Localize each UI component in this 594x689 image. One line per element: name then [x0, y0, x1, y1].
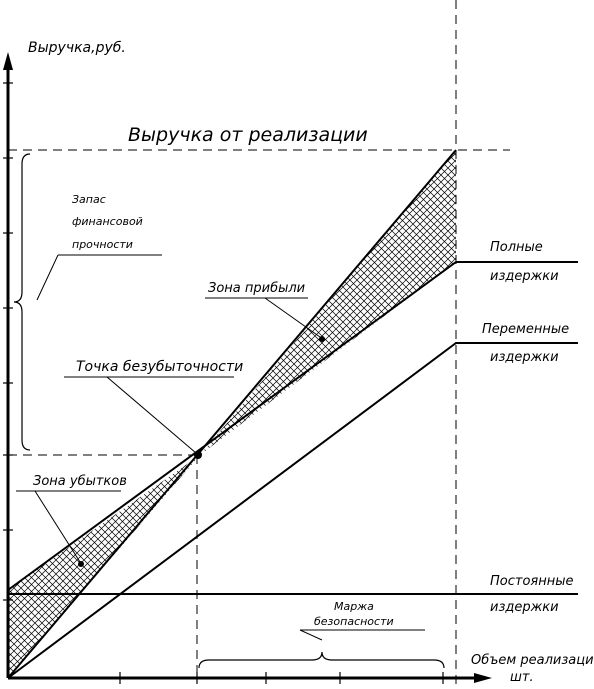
variable-costs-line — [7, 342, 578, 679]
safety-margin-leader — [299, 629, 323, 641]
total-costs-line — [7, 261, 578, 591]
safety-reserve-label-line3: прочности — [72, 238, 133, 251]
safety-margin-label-line2: безопасности — [314, 615, 394, 628]
fixed-costs-label-line1: Постоянные — [490, 574, 573, 589]
safety-margin-brace — [198, 651, 445, 669]
loss-zone-label: Зона убытков — [33, 474, 127, 489]
safety-reserve-leader — [36, 254, 59, 301]
y-axis-label: Выручка,руб. — [28, 40, 126, 56]
safety-reserve-label-line2: финансовой — [72, 215, 143, 228]
safety-margin-label-line1: Маржа — [334, 600, 374, 613]
profit-zone-leader — [264, 297, 321, 338]
variable-costs-label-line2: издержки — [490, 350, 559, 365]
variable-costs-label-line1: Переменные — [482, 322, 569, 337]
loss-zone-leader — [34, 490, 81, 563]
safety-reserve-label-line1: Запас — [72, 193, 106, 206]
safety-reserve-brace — [13, 153, 31, 451]
x-axis-label-line1: Объем реализации, — [471, 653, 594, 668]
total-costs-label-line2: издержки — [490, 269, 559, 284]
fixed-costs-label-line2: издержки — [490, 600, 559, 615]
profit-zone-leader-dot — [319, 336, 325, 342]
loss-zone-leader-dot — [78, 561, 84, 567]
revenue-line — [7, 149, 457, 679]
revenue-label: Выручка от реализации — [128, 124, 368, 146]
breakeven-leader — [106, 376, 197, 454]
y-axis-arrow — [3, 52, 13, 70]
x-axis-ticks — [119, 672, 444, 684]
x-axis-arrow — [474, 673, 492, 683]
y-axis-ticks — [3, 82, 13, 601]
breakeven-label: Точка безубыточности — [76, 359, 243, 375]
x-axis-label-line2: шт. — [510, 670, 534, 684]
total-costs-label-line1: Полные — [490, 240, 543, 255]
profit-zone-label: Зона прибыли — [208, 281, 305, 296]
